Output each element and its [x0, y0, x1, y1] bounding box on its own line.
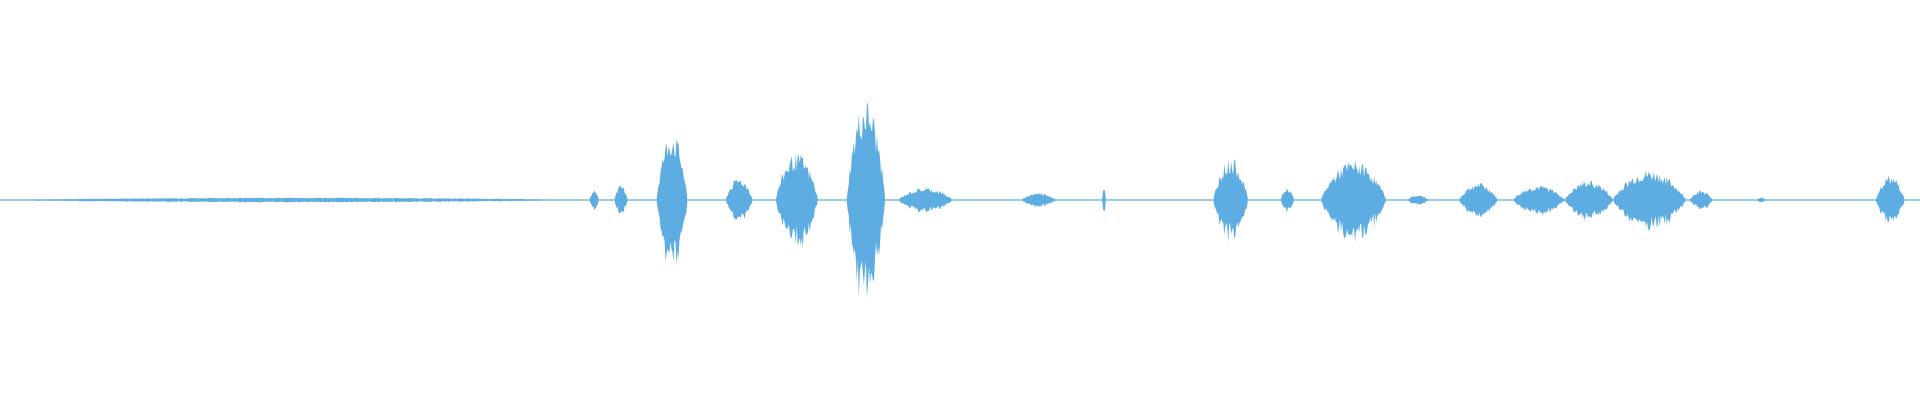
waveform-burst-9: [1102, 189, 1106, 212]
waveform-burst-2: [614, 185, 628, 214]
waveform-burst-14: [1459, 183, 1498, 217]
waveform-burst-18: [1689, 190, 1713, 210]
waveform-burst-3: [656, 138, 688, 266]
waveform-burst-16: [1564, 180, 1613, 221]
waveform-burst-4: [725, 179, 753, 220]
waveform-burst-20: [1875, 175, 1905, 223]
waveform-burst-7: [898, 188, 953, 213]
waveform-burst-12: [1321, 160, 1387, 243]
waveform-burst-19: [1756, 197, 1767, 203]
waveform-burst-10: [1213, 159, 1248, 243]
waveform-burst-5: [775, 153, 818, 249]
waveform-burst-6: [846, 102, 886, 299]
waveform-burst-17: [1612, 170, 1686, 231]
waveform-burst-1: [589, 190, 599, 210]
waveform-burst-15: [1513, 185, 1565, 217]
waveform-burst-8: [1021, 193, 1056, 208]
waveform-burst-11: [1280, 188, 1295, 213]
waveform-burst-13: [1407, 195, 1429, 205]
waveform-bursts: [0, 102, 1905, 299]
waveform-burst-0: [0, 197, 586, 203]
